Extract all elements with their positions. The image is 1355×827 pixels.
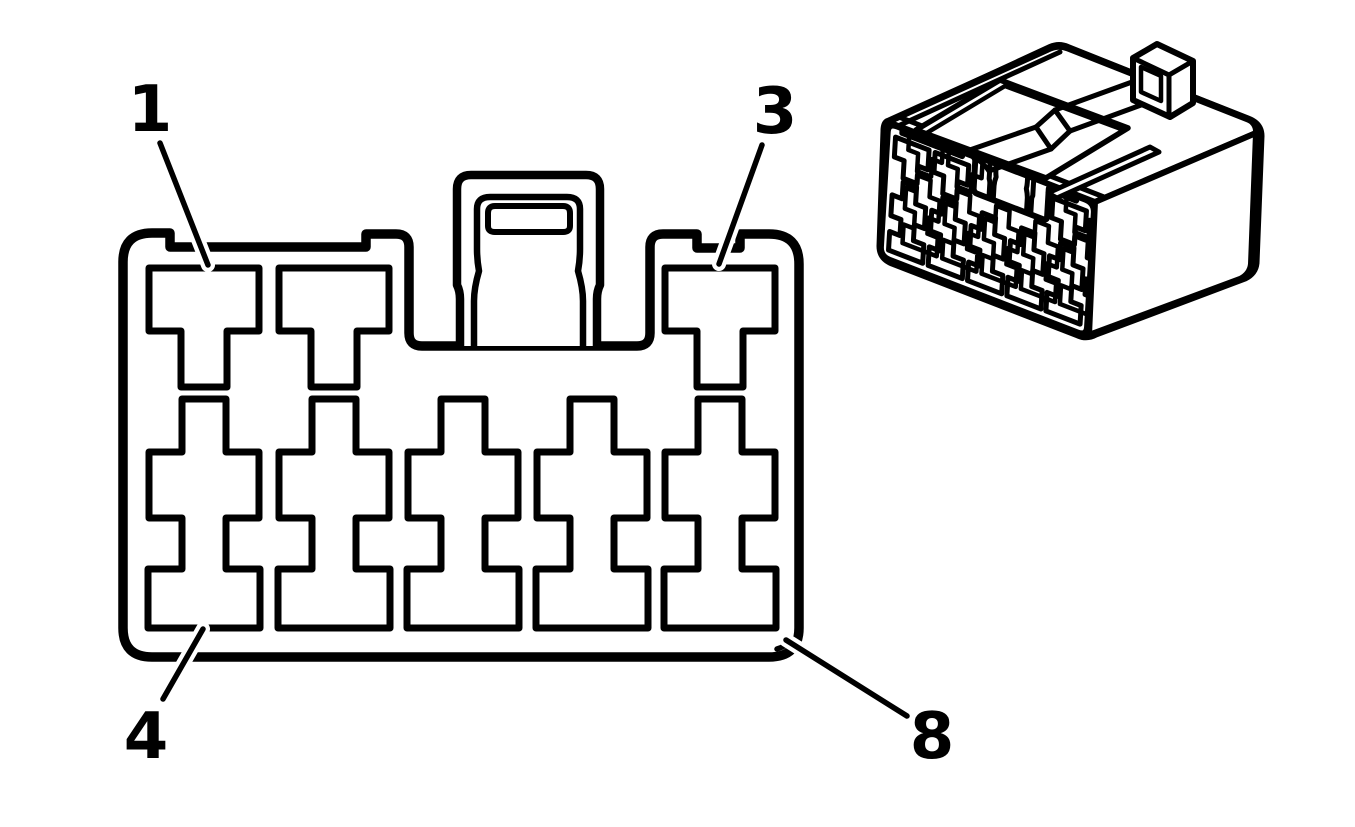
iso-latch-arm [961,75,1166,174]
callout-label-3: 3 [753,75,798,149]
iso-silhouette-outline [876,42,1265,341]
iso-top-recess-depth-line [922,83,1124,137]
callout-leader-4 [160,626,206,702]
connector-face-view [123,175,799,657]
callout-label-1: 1 [128,73,173,147]
callout-leader-3 [716,142,765,267]
lock-tab-opening [1138,64,1164,104]
callout-label-8: 8 [910,700,955,774]
callout-label-4: 4 [124,700,169,774]
iso-top-rim-left-line [895,49,1063,129]
iso-index-slot [1045,144,1162,201]
callout-leader-1 [157,140,211,268]
iso-top-recess [913,77,1131,181]
callouts: 1 3 4 8 [124,73,955,774]
lock-tab-slot [457,175,600,346]
lock-tab [1130,41,1196,120]
iso-latch-ramp [1033,107,1073,152]
connector-isometric-view [876,41,1265,341]
callout-leader-8 [783,637,910,719]
